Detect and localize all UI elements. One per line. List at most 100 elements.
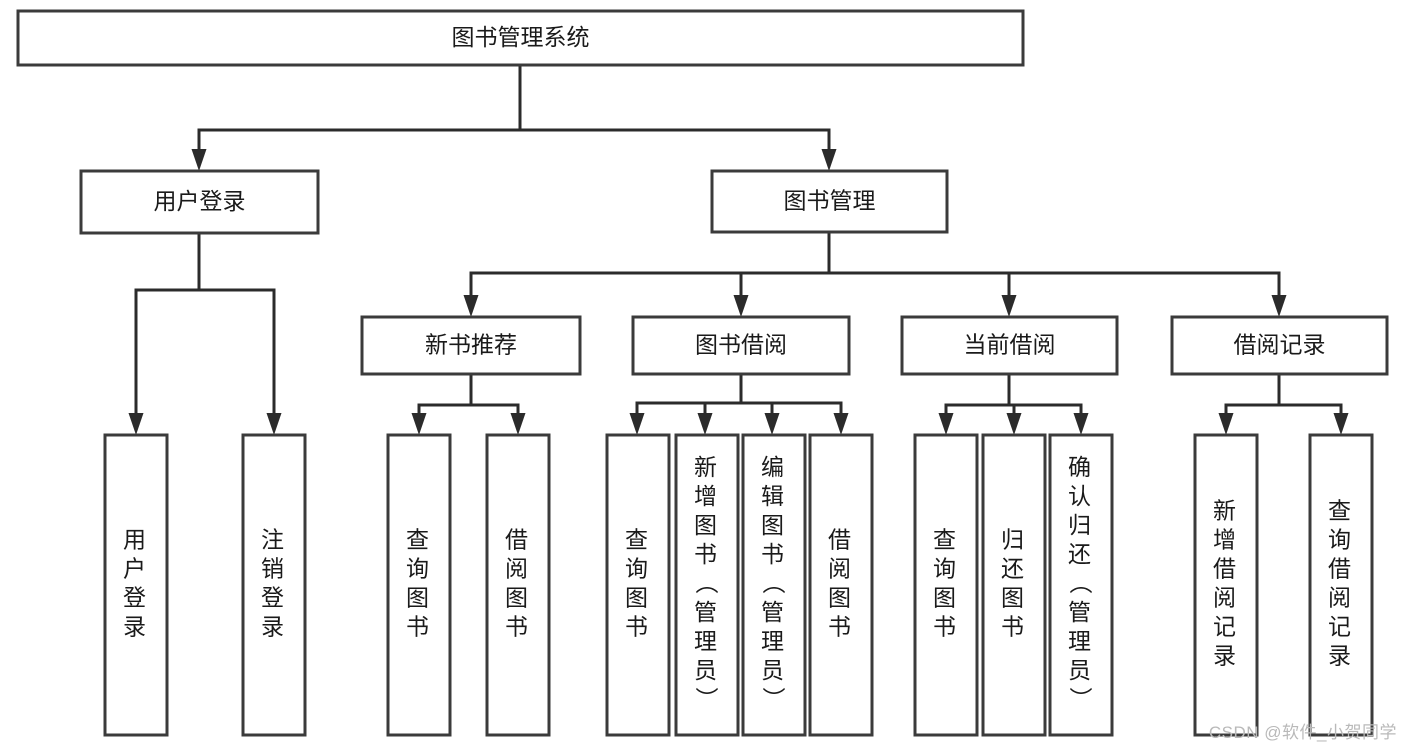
node-leaf-2-label: 查询图书: [406, 527, 432, 640]
node-level2-2-label: 当前借阅: [964, 332, 1056, 358]
connector-line: [827, 230, 1011, 297]
node-level2-0-box: [360, 315, 582, 376]
node-level1-0-box: [79, 169, 320, 235]
node-leaf-5-box: [674, 433, 740, 737]
node-leaf-10[interactable]: 确认归还︵管理员︶: [1048, 433, 1114, 737]
connector-arrowhead: [191, 149, 207, 171]
node-leaf-8[interactable]: 查询图书: [913, 433, 979, 737]
node-leaf-9[interactable]: 归还图书: [981, 433, 1047, 737]
node-leaf-4-box: [605, 433, 671, 737]
node-root-图书管理系统-label: 图书管理系统: [452, 24, 590, 50]
node-leaf-5-label: 新增图书︵管理员︶: [694, 454, 720, 712]
node-level2-3[interactable]: 借阅记录: [1170, 315, 1389, 376]
node-layer: 图书管理系统用户登录图书管理新书推荐图书借阅当前借阅借阅记录用户登录注销登录查询…: [16, 9, 1389, 737]
node-leaf-0-label: 用户登录: [123, 527, 149, 640]
connector-arrowhead: [1333, 413, 1349, 435]
node-leaf-7-box: [808, 433, 874, 737]
connector-line: [944, 372, 1011, 415]
connector-arrowhead: [411, 413, 427, 435]
node-leaf-11-box: [1193, 433, 1259, 737]
watermark-label: CSDN @软件_小贺同学: [1208, 723, 1397, 742]
node-level2-3-label: 借阅记录: [1234, 332, 1326, 358]
node-leaf-7[interactable]: 借阅图书: [808, 433, 874, 737]
node-level2-1-box: [631, 315, 851, 376]
connector-arrowhead: [1006, 413, 1022, 435]
node-leaf-1[interactable]: 注销登录: [241, 433, 307, 737]
node-leaf-3[interactable]: 借阅图书: [485, 433, 551, 737]
connector-line: [703, 372, 743, 415]
node-leaf-11-label: 新增借阅记录: [1213, 498, 1239, 669]
connector-line: [739, 230, 831, 297]
node-level2-0[interactable]: 新书推荐: [360, 315, 582, 376]
node-leaf-4[interactable]: 查询图书: [605, 433, 671, 737]
node-level1-0[interactable]: 用户登录: [79, 169, 320, 235]
node-leaf-12-label: 查询借阅记录: [1328, 498, 1354, 669]
node-leaf-12-box: [1308, 433, 1374, 737]
node-leaf-7-label: 借阅图书: [828, 527, 854, 640]
node-root-图书管理系统-box: [16, 9, 1025, 67]
connector-arrowhead: [1001, 295, 1017, 317]
node-level1-0-label: 用户登录: [154, 188, 246, 214]
node-leaf-12[interactable]: 查询借阅记录: [1308, 433, 1374, 737]
connector-line: [1277, 372, 1343, 415]
node-level1-1-label: 图书管理: [784, 188, 876, 214]
connector-layer: [128, 63, 1349, 435]
node-leaf-4-label: 查询图书: [625, 527, 651, 640]
connector-arrowhead: [764, 413, 780, 435]
node-leaf-8-box: [913, 433, 979, 737]
node-leaf-2-box: [386, 433, 452, 737]
node-leaf-0-box: [103, 433, 169, 737]
node-root-图书管理系统[interactable]: 图书管理系统: [16, 9, 1025, 67]
connector-line: [827, 230, 1281, 297]
node-level2-2[interactable]: 当前借阅: [900, 315, 1119, 376]
node-level2-1[interactable]: 图书借阅: [631, 315, 851, 376]
node-leaf-3-label: 借阅图书: [505, 527, 531, 640]
node-level2-1-label: 图书借阅: [695, 332, 787, 358]
connector-line: [197, 63, 522, 151]
node-leaf-5[interactable]: 新增图书︵管理员︶: [674, 433, 740, 737]
node-leaf-0[interactable]: 用户登录: [103, 433, 169, 737]
connector-line: [1224, 372, 1281, 415]
node-leaf-3-box: [485, 433, 551, 737]
connector-arrowhead: [1218, 413, 1234, 435]
node-leaf-6-label: 编辑图书︵管理员︶: [761, 454, 787, 712]
node-level1-1-box: [710, 169, 949, 234]
connector-line: [739, 372, 843, 415]
connector-line: [197, 231, 276, 415]
connector-arrowhead: [821, 149, 837, 171]
node-level2-0-label: 新书推荐: [425, 332, 517, 358]
connector-arrowhead: [128, 413, 144, 435]
connector-line: [417, 372, 473, 415]
connector-line: [469, 230, 831, 297]
connector-arrowhead: [1073, 413, 1089, 435]
connector-arrowhead: [510, 413, 526, 435]
node-level1-1[interactable]: 图书管理: [710, 169, 949, 234]
node-level2-2-box: [900, 315, 1119, 376]
node-leaf-1-label: 注销登录: [261, 527, 287, 640]
node-leaf-11[interactable]: 新增借阅记录: [1193, 433, 1259, 737]
connector-line: [518, 63, 831, 151]
connector-arrowhead: [733, 295, 749, 317]
connector-line: [1007, 372, 1083, 415]
connector-arrowhead: [463, 295, 479, 317]
connector-line: [739, 372, 774, 415]
connector-arrowhead: [1271, 295, 1287, 317]
connector-line: [134, 231, 201, 415]
connector-arrowhead: [266, 413, 282, 435]
node-leaf-6[interactable]: 编辑图书︵管理员︶: [741, 433, 807, 737]
connector-line: [469, 372, 520, 415]
connector-arrowhead: [697, 413, 713, 435]
node-leaf-9-box: [981, 433, 1047, 737]
node-leaf-2[interactable]: 查询图书: [386, 433, 452, 737]
connector-arrowhead: [629, 413, 645, 435]
node-leaf-8-label: 查询图书: [933, 527, 959, 640]
connector-arrowhead: [938, 413, 954, 435]
node-leaf-6-box: [741, 433, 807, 737]
node-level2-3-box: [1170, 315, 1389, 376]
node-leaf-9-label: 归还图书: [1001, 527, 1027, 640]
node-leaf-10-label: 确认归还︵管理员︶: [1068, 454, 1094, 712]
node-leaf-1-box: [241, 433, 307, 737]
connector-arrowhead: [833, 413, 849, 435]
